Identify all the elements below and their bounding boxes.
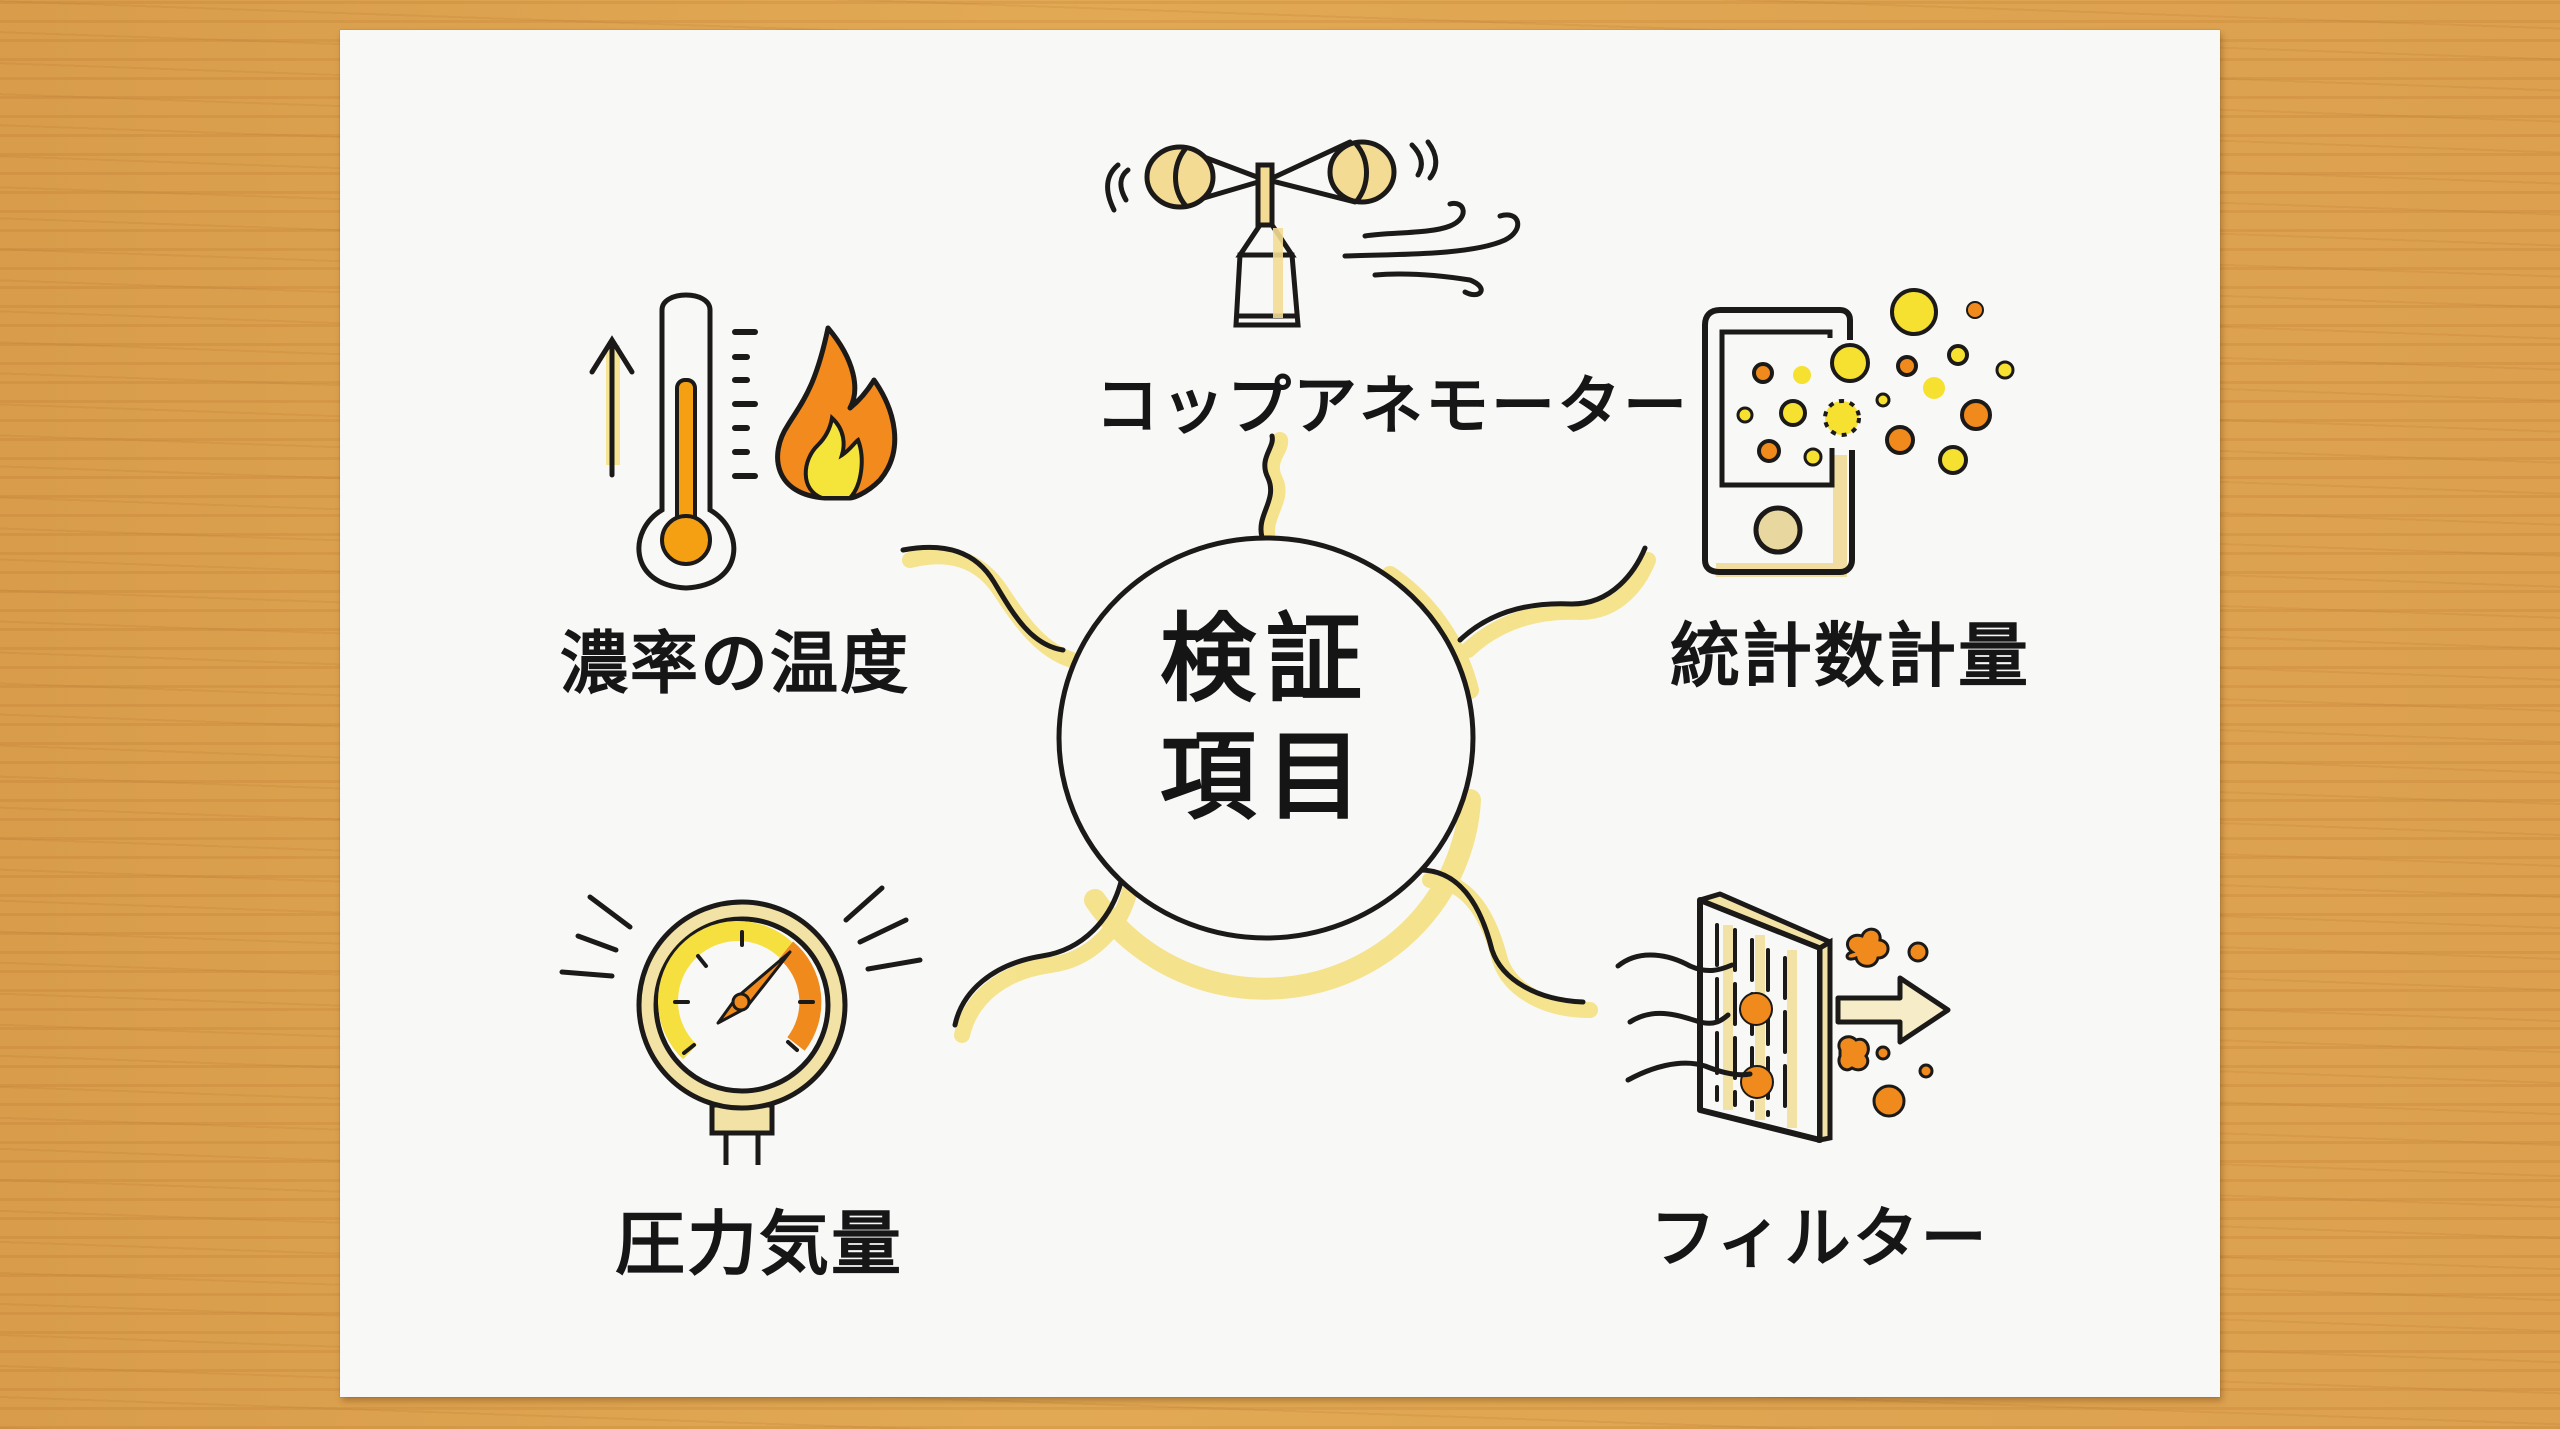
pressure-gauge-icon [550,870,930,1170]
branch-label-upper-right: 統計数計量 [1670,615,2030,697]
center-topic-line2: 項目 [1160,721,1372,833]
filter-icon [1600,870,1980,1144]
cup-anemometer-icon [1090,120,1550,350]
branch-label-lower-right: フィルター [1650,1200,1989,1277]
branch-label-lower-left: 圧力気量 [615,1203,903,1285]
branch-label-top: コップアネモーター [1095,370,1689,444]
particle-counter-icon [1680,280,2040,590]
branch-label-upper-left: 濃率の温度 [560,625,911,704]
thermometer-flame-icon [560,280,920,600]
center-topic-line1: 検証 [1160,603,1372,715]
center-topic: 検証 項目 [1061,600,1471,836]
